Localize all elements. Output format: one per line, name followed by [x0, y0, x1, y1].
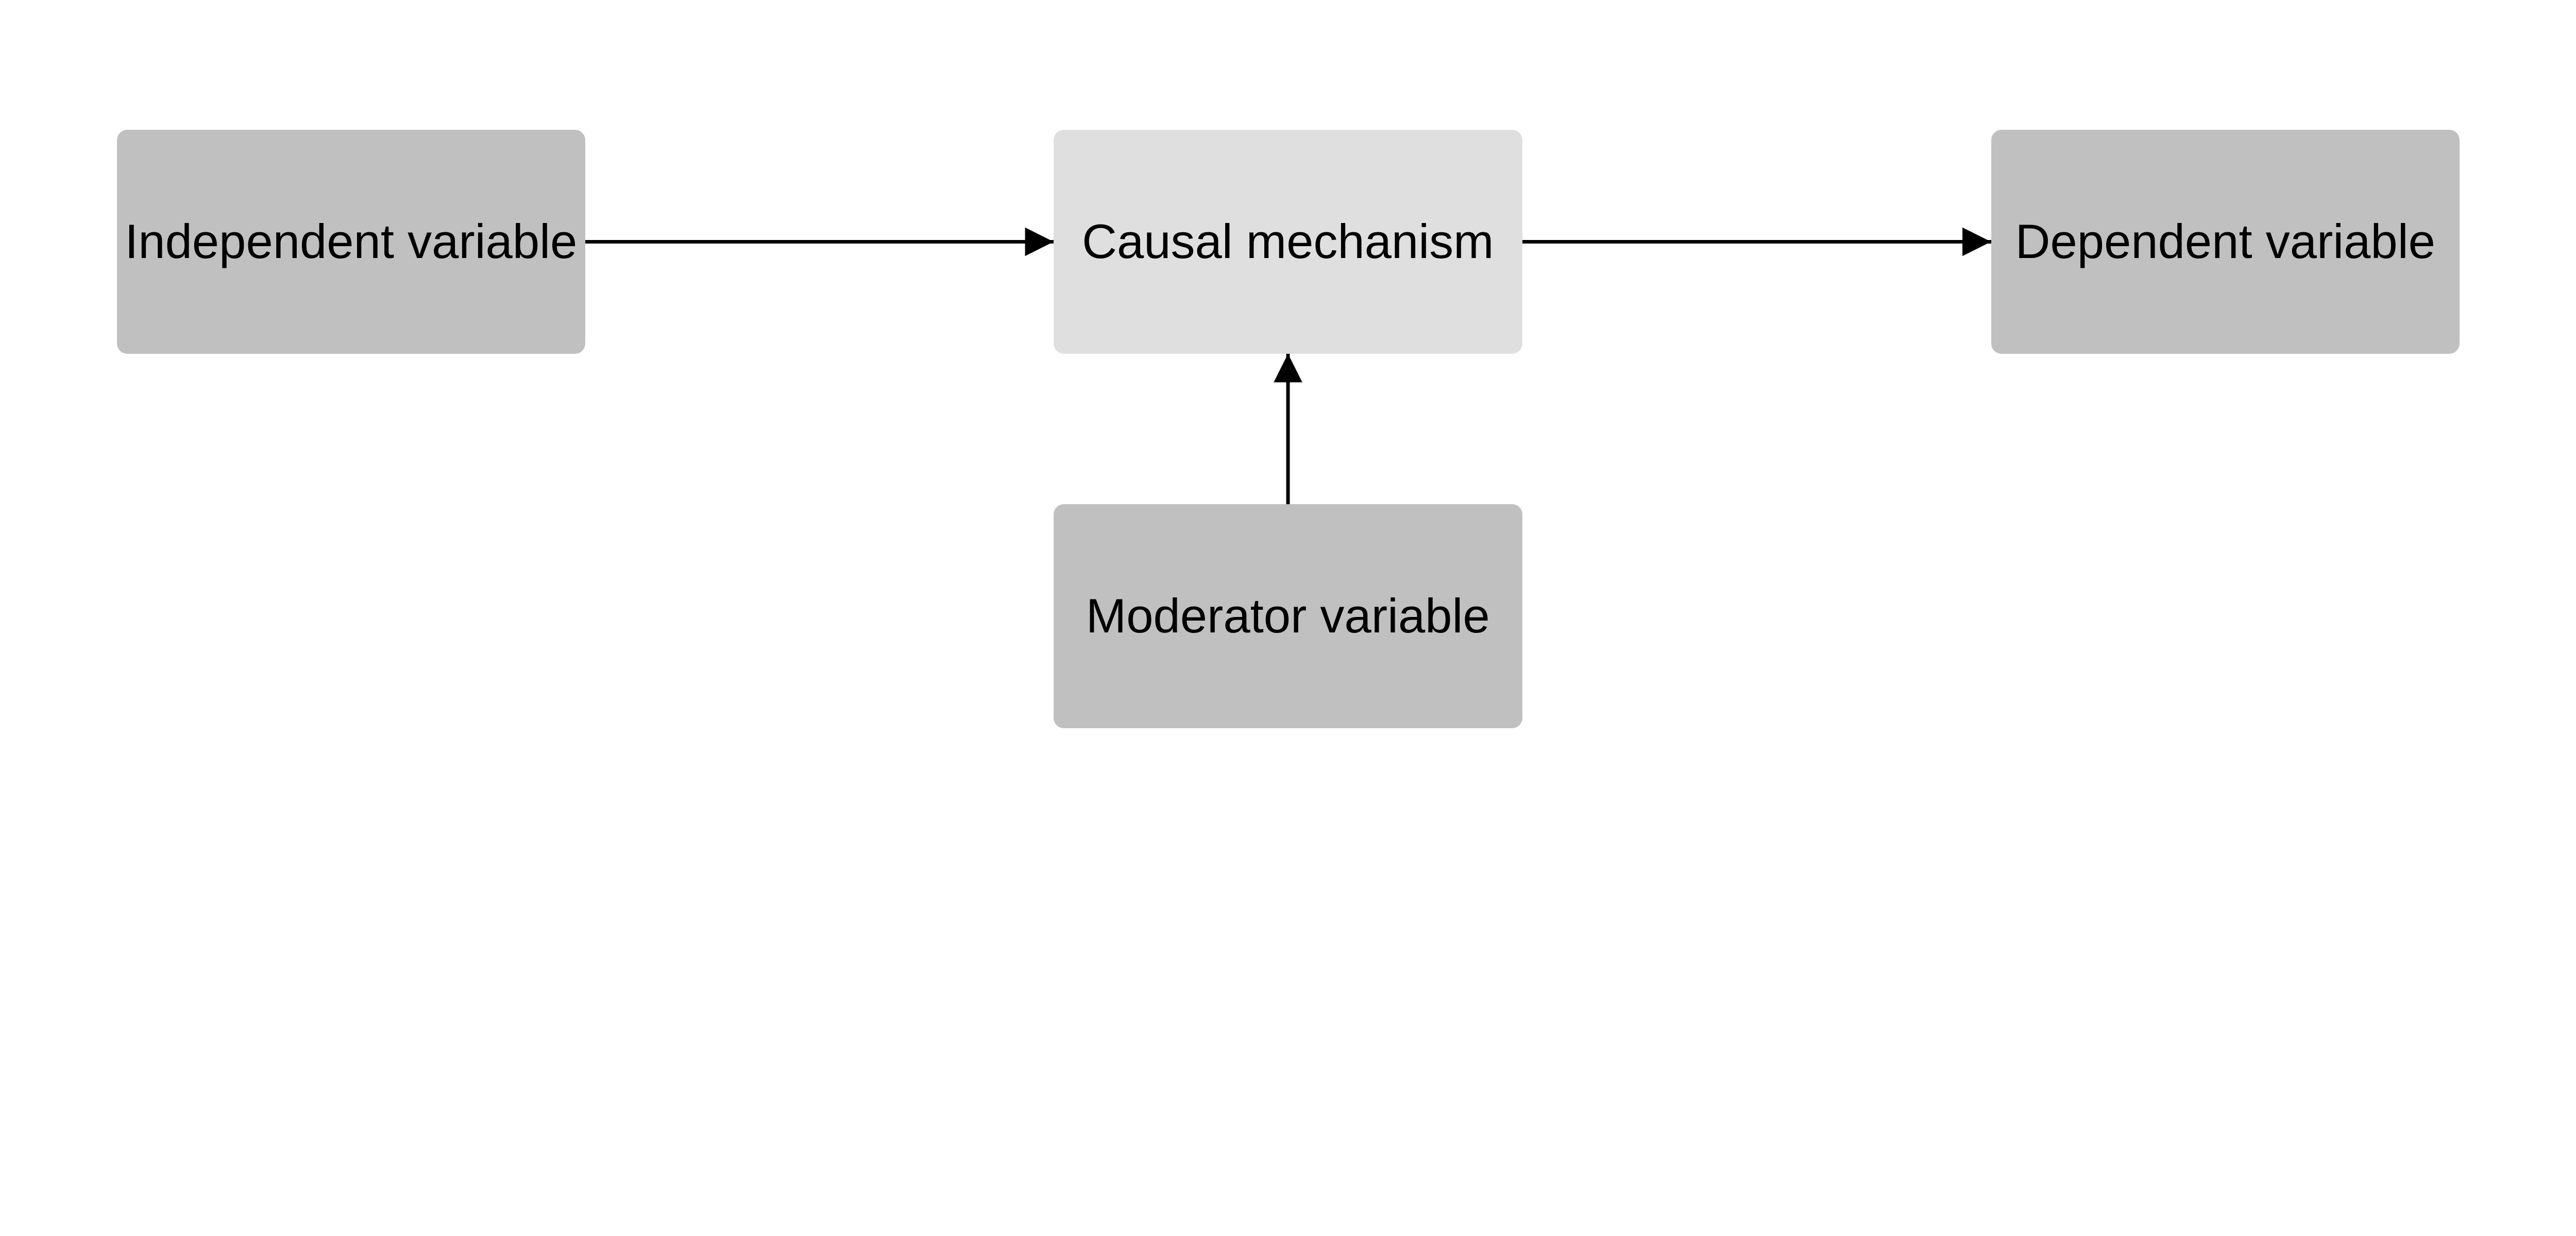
node-moderator-variable: Moderator variable: [1054, 504, 1522, 728]
arrows-layer: [583, 227, 1993, 506]
node-label: Causal mechanism: [1082, 214, 1494, 269]
causal-diagram: Independent variable Causal mechanism De…: [116, 130, 2460, 728]
node-label: Dependent variable: [2015, 214, 2435, 269]
node-label: Moderator variable: [1086, 589, 1490, 643]
node-independent-variable: Independent variable: [116, 130, 585, 354]
node-dependent-variable: Dependent variable: [1991, 130, 2460, 354]
node-label: Independent variable: [125, 214, 578, 269]
node-causal-mechanism: Causal mechanism: [1054, 130, 1522, 354]
